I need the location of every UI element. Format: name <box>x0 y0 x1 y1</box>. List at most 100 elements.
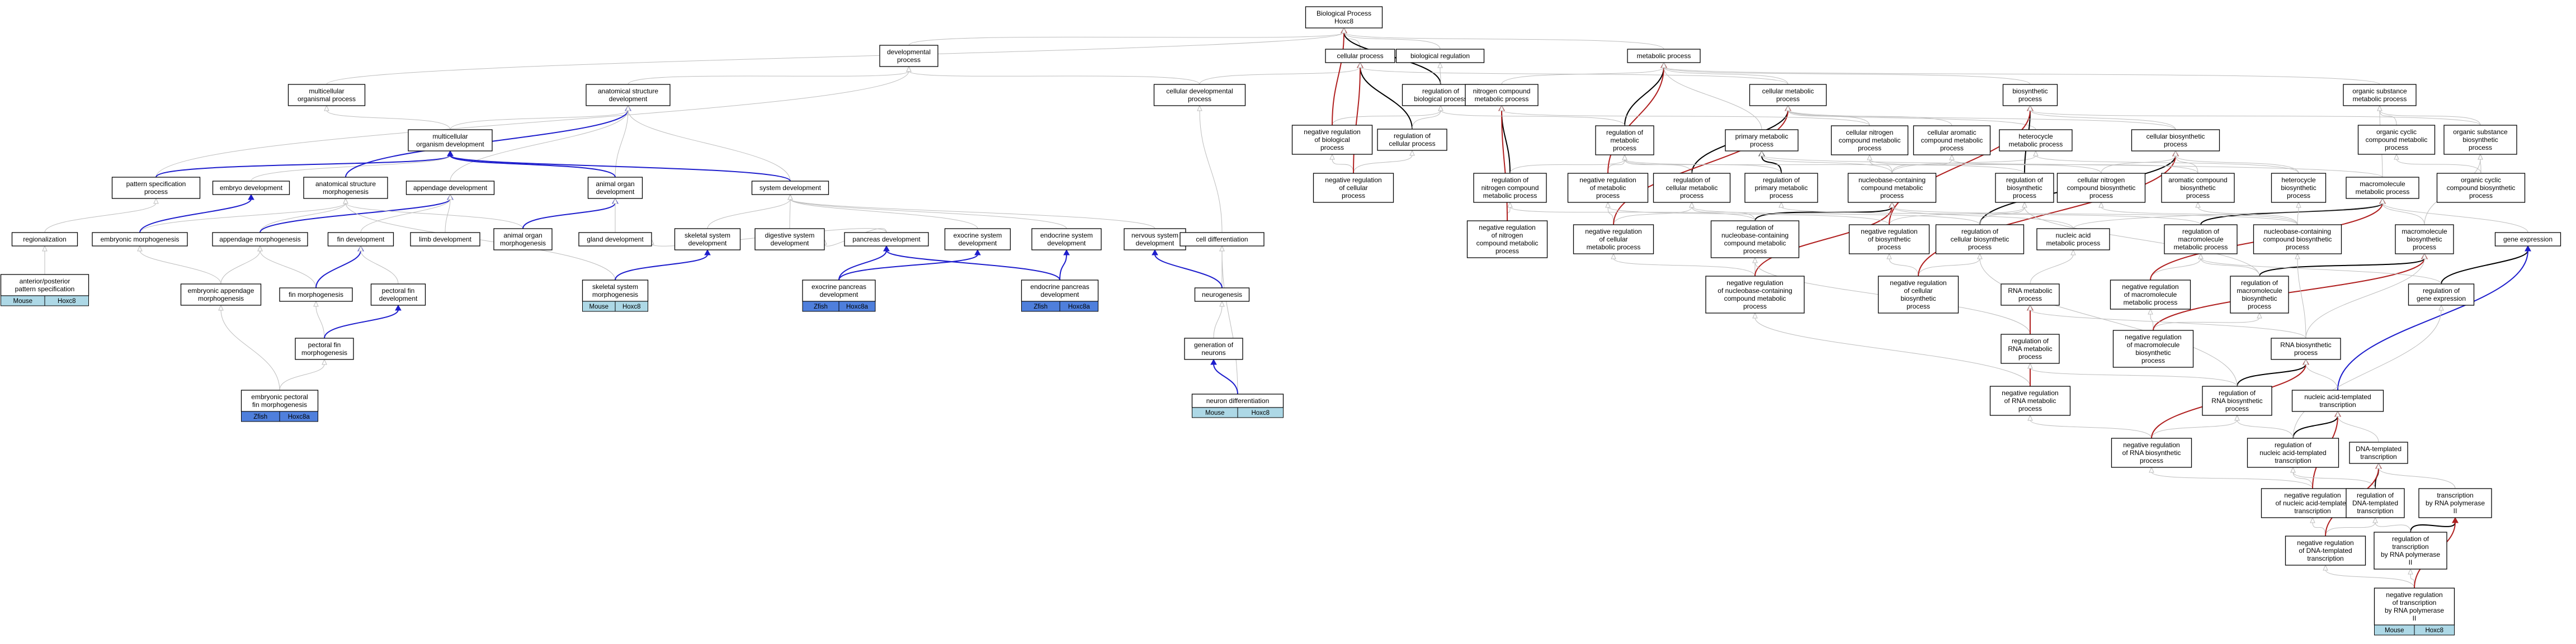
term-node-finmorph[interactable]: fin morphogenesis <box>279 287 353 302</box>
term-node-neurogenesis[interactable]: neurogenesis <box>1194 287 1250 302</box>
term-node-glanddev[interactable]: gland development <box>578 232 652 247</box>
term-node-geneexpr[interactable]: gene expression <box>2494 232 2561 247</box>
term-node-appdev[interactable]: appendage development <box>405 181 495 195</box>
term-node-bioreg[interactable]: biological regulation <box>1395 49 1485 63</box>
term-node-cellproc[interactable]: cellular process <box>1325 49 1395 63</box>
term-node-celldiff[interactable]: cell differentiation <box>1180 232 1265 247</box>
term-label-line: process <box>2287 192 2310 200</box>
term-node-regionalization[interactable]: regionalization <box>11 232 78 247</box>
term-node-pancdev[interactable]: pancreas development <box>844 232 929 247</box>
term-node-metproc[interactable]: metabolic process <box>1627 49 1701 63</box>
term-node-embmorph[interactable]: embryonic morphogenesis <box>92 232 188 247</box>
term-node-sysdev[interactable]: system development <box>751 181 829 195</box>
term-node-regncont[interactable]: regulation ofnucleobase-containingcompou… <box>1710 220 1800 258</box>
term-node-embdev[interactable]: embryo development <box>212 181 290 195</box>
term-node-regmacrobiosyn[interactable]: regulation ofmacromoleculebiosyntheticpr… <box>2230 276 2289 314</box>
term-label-line: biosynthetic <box>2012 87 2047 95</box>
term-node-limbdev[interactable]: limb development <box>410 232 480 247</box>
term-node-appmorph[interactable]: appendage morphogenesis <box>212 232 308 247</box>
term-node-findev[interactable]: fin development <box>327 232 394 247</box>
